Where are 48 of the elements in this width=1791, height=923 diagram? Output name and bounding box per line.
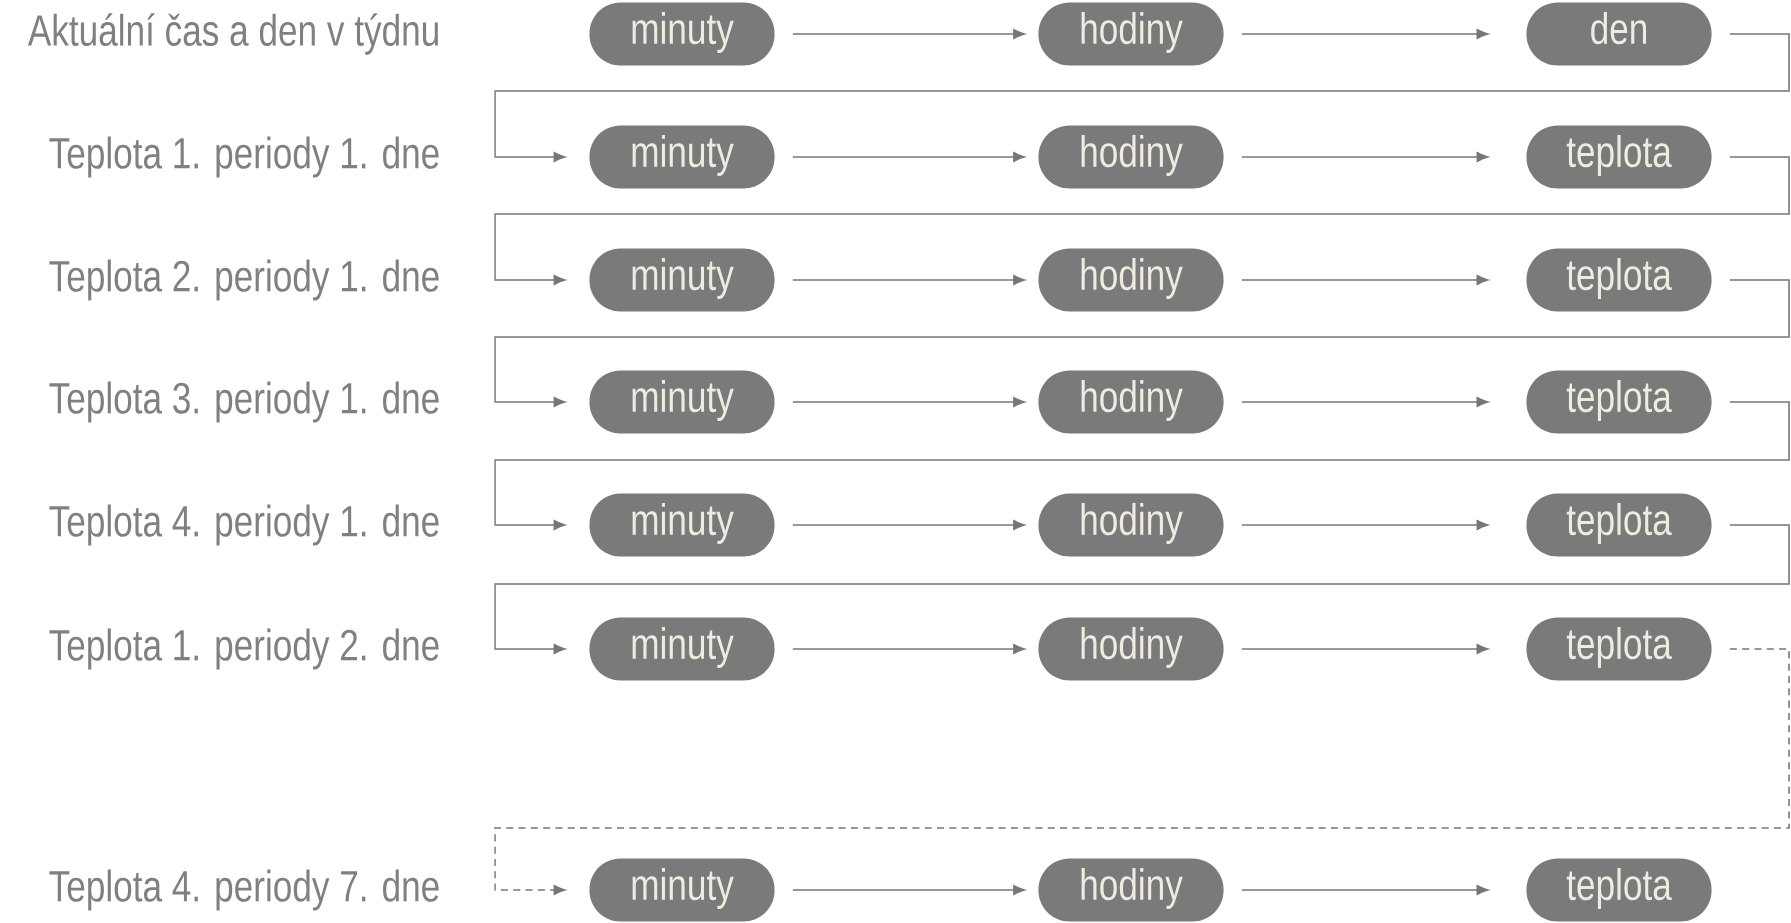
pill-box: hodiny bbox=[1038, 617, 1224, 681]
pill-box: minuty bbox=[589, 125, 775, 189]
arrow bbox=[494, 33, 1790, 162]
arrow bbox=[1241, 520, 1489, 530]
arrow bbox=[792, 397, 1025, 407]
pill-box: den bbox=[1526, 2, 1712, 66]
pill-box: teplota bbox=[1526, 858, 1712, 922]
arrow bbox=[792, 520, 1025, 530]
row-label: Teplota 4. periody 7. dne bbox=[49, 869, 439, 911]
pill-box: minuty bbox=[589, 858, 775, 922]
arrow bbox=[494, 648, 1790, 895]
arrow bbox=[1241, 275, 1489, 285]
arrow bbox=[792, 644, 1025, 654]
pill-box: hodiny bbox=[1038, 493, 1224, 557]
arrow bbox=[494, 401, 1790, 530]
pill-box: hodiny bbox=[1038, 248, 1224, 312]
row-label: Teplota 1. periody 1. dne bbox=[49, 136, 439, 178]
row-label: Aktuální čas a den v týdnu bbox=[27, 13, 438, 55]
arrow bbox=[792, 29, 1025, 39]
row-label: Teplota 1. periody 2. dne bbox=[49, 628, 439, 670]
arrow bbox=[494, 156, 1790, 285]
arrow bbox=[494, 524, 1790, 654]
arrow bbox=[1241, 29, 1489, 39]
pill-box: minuty bbox=[589, 2, 775, 66]
pill-box: hodiny bbox=[1038, 125, 1224, 189]
pill-box: minuty bbox=[589, 617, 775, 681]
arrow bbox=[792, 152, 1025, 162]
pill-box: teplota bbox=[1526, 248, 1712, 312]
arrow bbox=[1241, 152, 1489, 162]
arrow bbox=[1241, 885, 1489, 895]
pill-box: hodiny bbox=[1038, 370, 1224, 434]
pill-box: teplota bbox=[1526, 370, 1712, 434]
pill-box: teplota bbox=[1526, 493, 1712, 557]
pill-box: teplota bbox=[1526, 125, 1712, 189]
pill-box: teplota bbox=[1526, 617, 1712, 681]
arrow bbox=[792, 275, 1025, 285]
arrow bbox=[1241, 397, 1489, 407]
row-label: Teplota 3. periody 1. dne bbox=[49, 381, 439, 423]
pill-box: minuty bbox=[589, 493, 775, 557]
arrow bbox=[494, 279, 1790, 407]
arrow bbox=[1241, 644, 1489, 654]
pill-box: minuty bbox=[589, 370, 775, 434]
row-label: Teplota 2. periody 1. dne bbox=[49, 259, 439, 301]
pill-box: hodiny bbox=[1038, 858, 1224, 922]
row-label: Teplota 4. periody 1. dne bbox=[49, 504, 439, 546]
pill-box: hodiny bbox=[1038, 2, 1224, 66]
arrow bbox=[792, 885, 1025, 895]
pill-box: minuty bbox=[589, 248, 775, 312]
